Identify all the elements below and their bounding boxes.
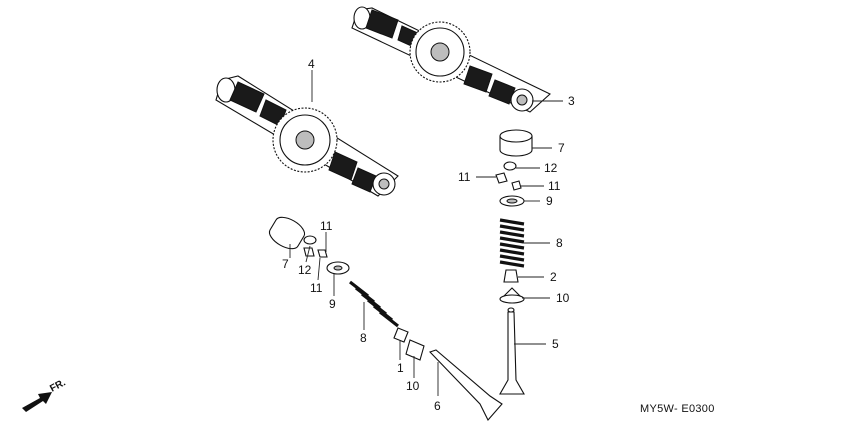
callout-12-right: 12 bbox=[544, 161, 558, 175]
callout-8-right: 8 bbox=[556, 236, 563, 250]
callout-9-right: 9 bbox=[546, 194, 553, 208]
front-arrow-icon bbox=[22, 392, 52, 412]
callout-11-left-b: 11 bbox=[310, 281, 323, 295]
intake-camshaft bbox=[215, 75, 399, 197]
callout-3: 3 bbox=[568, 94, 575, 108]
left-valve-assembly bbox=[268, 216, 503, 421]
callout-11-right-b: 11 bbox=[548, 179, 561, 193]
callout-8-left: 8 bbox=[360, 331, 367, 345]
callout-7-left: 7 bbox=[282, 257, 289, 271]
diagram-code: MY5W- E0300 bbox=[640, 403, 715, 415]
callout-11-right-a: 11 bbox=[458, 170, 471, 184]
callout-10-right: 10 bbox=[556, 291, 570, 305]
front-label: FR. bbox=[48, 377, 68, 394]
callouts: 4 3 7 12 11 11 9 8 2 10 5 11 7 12 11 9 8… bbox=[282, 57, 575, 413]
callout-6: 6 bbox=[434, 399, 441, 413]
callout-9-left: 9 bbox=[329, 297, 336, 311]
callout-5: 5 bbox=[552, 337, 559, 351]
callout-10-left: 10 bbox=[406, 379, 420, 393]
leader-lines bbox=[289, 70, 563, 396]
callout-4: 4 bbox=[308, 57, 315, 71]
callout-11-left-a: 11 bbox=[320, 219, 333, 233]
callout-1: 1 bbox=[397, 361, 404, 375]
callout-7-right: 7 bbox=[558, 141, 565, 155]
right-valve-assembly bbox=[495, 129, 533, 395]
callout-2: 2 bbox=[550, 270, 557, 284]
exhaust-camshaft bbox=[351, 6, 551, 113]
front-direction-indicator: FR. bbox=[22, 377, 68, 412]
callout-12-left: 12 bbox=[298, 263, 312, 277]
